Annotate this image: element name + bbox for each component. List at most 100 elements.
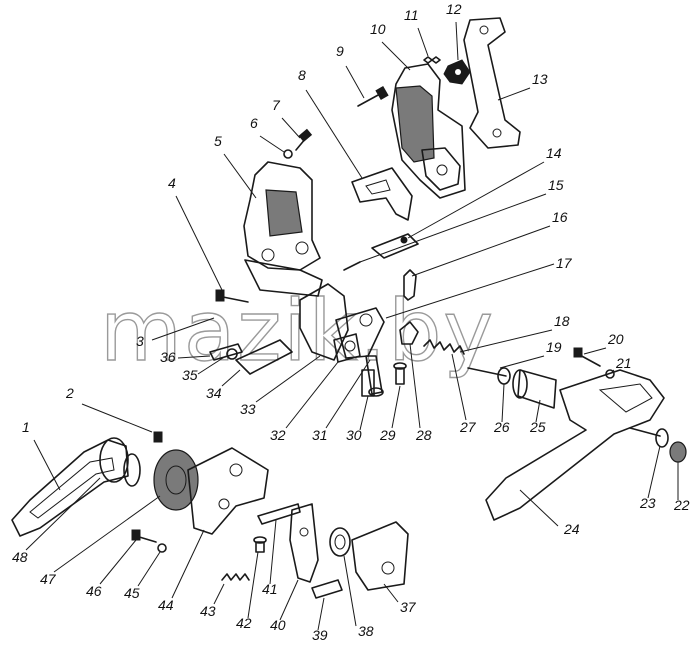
callout-33: 33	[240, 401, 256, 417]
watermark: mazik.by	[100, 282, 495, 380]
part-21-washer	[605, 369, 615, 379]
leader-line-36	[177, 355, 211, 359]
leader-line-24	[519, 489, 559, 527]
part-34-lever	[235, 339, 293, 375]
leader-line-6	[259, 135, 285, 153]
callout-43: 43	[200, 603, 216, 619]
leader-line-48	[25, 477, 101, 551]
callout-15: 15	[548, 177, 564, 193]
callout-47: 47	[40, 571, 57, 587]
callout-19: 19	[546, 339, 562, 355]
leader-line-20	[583, 347, 607, 355]
leader-line-17	[385, 263, 555, 319]
leader-line-4	[175, 195, 223, 291]
leader-line-31	[325, 359, 371, 429]
callout-42: 42	[236, 615, 252, 631]
callout-28: 28	[415, 427, 432, 443]
part-33-mechanism-plate	[299, 283, 385, 361]
leader-line-23	[647, 445, 661, 499]
callout-11: 11	[404, 7, 419, 23]
part-11-spring	[423, 56, 441, 64]
leader-lines	[25, 21, 679, 631]
part-29-bolt	[393, 362, 407, 385]
callout-38: 38	[358, 623, 374, 639]
leader-line-46	[99, 539, 137, 585]
leader-line-12	[455, 21, 459, 61]
part-22-cap	[669, 441, 687, 463]
callout-22: 22	[673, 497, 690, 513]
callout-23: 23	[639, 495, 656, 511]
part-4-bolt	[215, 289, 249, 303]
callout-21: 21	[615, 355, 632, 371]
callout-3: 3	[136, 333, 144, 349]
leader-line-11	[417, 27, 429, 57]
callout-40: 40	[270, 617, 286, 633]
part-36-link	[209, 343, 243, 361]
callout-18: 18	[554, 313, 570, 329]
part-9-screw	[357, 85, 389, 107]
part-2-screw	[153, 431, 163, 443]
callout-24: 24	[563, 521, 580, 537]
leader-line-7	[281, 117, 301, 139]
part-42-bolt	[253, 536, 267, 553]
leader-line-14	[407, 161, 545, 239]
part-27-spring	[423, 339, 465, 355]
leader-line-32	[285, 361, 339, 429]
callout-12: 12	[446, 1, 462, 17]
callout-29: 29	[379, 427, 396, 443]
leader-line-45	[137, 551, 161, 587]
part-6-washer	[283, 149, 293, 159]
callout-48: 48	[12, 549, 28, 565]
leader-line-18	[459, 329, 553, 353]
leader-line-25	[535, 399, 541, 423]
leader-line-13	[497, 87, 531, 101]
callout-39: 39	[312, 627, 328, 643]
callout-5: 5	[214, 133, 222, 149]
part-28-star-nut	[399, 321, 419, 345]
part-48-inner-handle	[11, 439, 129, 537]
leader-line-47	[53, 495, 161, 573]
callout-16: 16	[552, 209, 568, 225]
callout-26: 26	[493, 419, 510, 435]
callout-46: 46	[86, 583, 102, 599]
leader-line-38	[343, 555, 357, 627]
leader-line-5	[223, 153, 257, 199]
part-20-screw	[573, 347, 601, 367]
part-12-nut	[443, 59, 471, 85]
part-38-bushing	[329, 527, 351, 557]
leader-line-19	[499, 355, 545, 369]
callout-45: 45	[124, 585, 140, 601]
leader-line-10	[381, 41, 411, 71]
callout-1: 1	[22, 419, 30, 435]
callout-6: 6	[250, 115, 258, 131]
callout-2: 2	[65, 385, 74, 401]
leader-line-35	[197, 355, 227, 375]
part-14-link	[371, 233, 419, 259]
leader-line-30	[359, 395, 369, 431]
leader-line-16	[411, 225, 551, 277]
part-7-bolt	[295, 128, 313, 151]
part-41-shaft-lever	[257, 503, 301, 525]
part-15-clip	[343, 261, 361, 271]
callout-35: 35	[182, 367, 198, 383]
part-23-key-cylinder	[629, 427, 669, 448]
part-40-lever-plate	[289, 503, 319, 583]
part-25-cylinder	[512, 369, 557, 409]
leader-line-41	[269, 519, 277, 585]
part-13-bracket	[463, 17, 521, 149]
leader-line-1	[33, 439, 61, 491]
callout-20: 20	[607, 331, 624, 347]
callout-34: 34	[206, 385, 222, 401]
callout-44: 44	[158, 597, 174, 613]
callout-17: 17	[556, 255, 573, 271]
part-47-rosette	[99, 437, 199, 511]
leader-line-3	[151, 317, 215, 341]
part-10-lock-body	[391, 63, 466, 199]
part-8-lever	[351, 167, 413, 221]
leader-line-29	[391, 385, 401, 429]
callout-30: 30	[346, 427, 362, 443]
leader-line-15	[359, 193, 547, 263]
leader-line-33	[255, 355, 321, 403]
leader-line-8	[305, 89, 363, 179]
